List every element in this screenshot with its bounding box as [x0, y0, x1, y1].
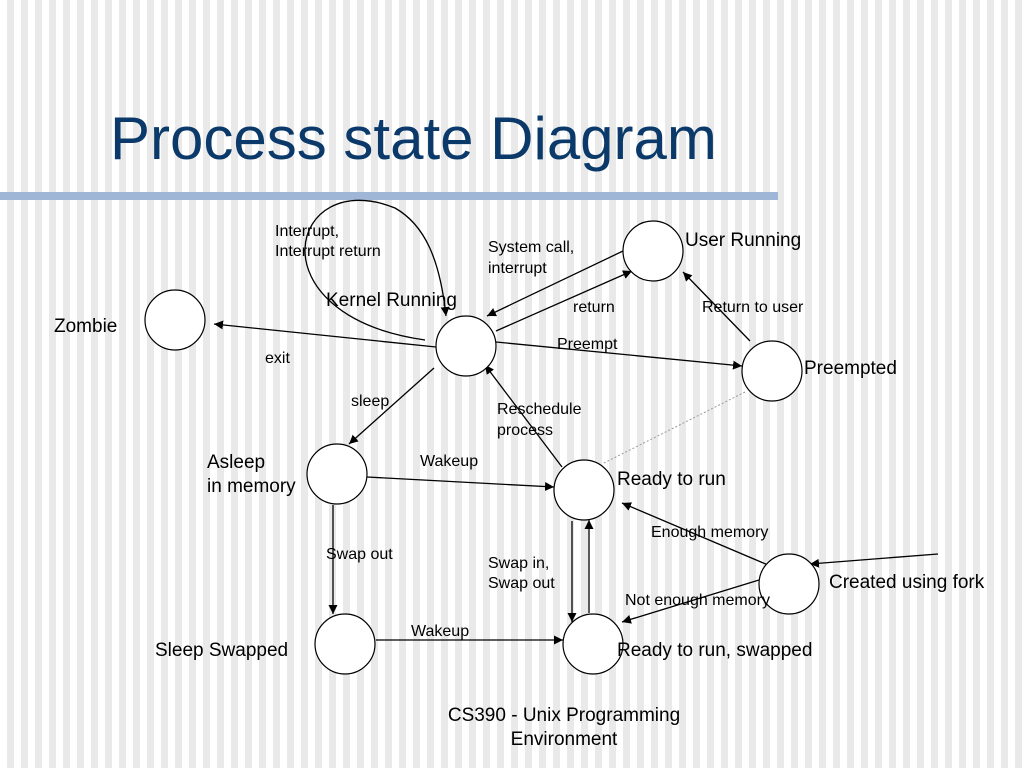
state-label-created: Created using fork [829, 572, 985, 593]
slide-title: Process state Diagram [110, 105, 717, 172]
edge-created-to-swapped [621, 579, 760, 624]
edge-label-swap-in-line2: Swap out [488, 575, 555, 592]
state-node-kernel-running [435, 315, 497, 377]
state-label-asleep-line1: Asleep [207, 452, 265, 473]
edge-label-enough-memory: Enough memory [651, 524, 768, 541]
footer-line2: Environment [510, 729, 618, 750]
edge-kernel-to-zombie [213, 320, 437, 348]
edge-label-system-call-line2: interrupt [488, 260, 547, 277]
edge-preempted-ready-link [601, 391, 746, 465]
state-label-sleep-swapped: Sleep Swapped [155, 640, 288, 661]
edge-kernel-to-user [495, 270, 633, 332]
edge-user-to-kernel [486, 250, 624, 317]
state-label-zombie: Zombie [54, 316, 117, 337]
state-label-preempted: Preempted [804, 358, 897, 379]
state-node-ready-to-run [553, 459, 615, 521]
edge-label-interrupt-line1: Interrupt, [275, 223, 339, 240]
edge-created-to-ready [621, 502, 769, 566]
edge-label-return-to-user: Return to user [702, 299, 804, 316]
edge-asleep-to-ready [366, 476, 555, 492]
edge-label-reschedule-line2: process [497, 422, 553, 439]
title-underline [0, 192, 778, 200]
state-node-ready-swapped [562, 613, 624, 675]
edge-label-system-call-line1: System call, [488, 239, 574, 256]
edge-kernel-to-asleep [348, 367, 435, 445]
edge-preempted-to-user [682, 271, 751, 342]
edge-label-wakeup-swapped: Wakeup [411, 623, 469, 640]
state-label-asleep-line2: in memory [207, 476, 296, 497]
state-label-user-running: User Running [685, 230, 801, 251]
state-label-ready-to-run: Ready to run [617, 469, 726, 490]
footer-line1: CS390 - Unix Programming [447, 705, 681, 726]
edge-label-reschedule-line1: Reschedule [497, 401, 582, 418]
state-label-ready-swapped: Ready to run, swapped [617, 640, 812, 661]
edge-label-not-enough-memory: Not enough memory [625, 592, 770, 609]
edge-label-return: return [573, 299, 615, 316]
edge-label-swap-in-line1: Swap in, [488, 555, 549, 572]
edge-label-exit: exit [265, 350, 290, 367]
edge-fork-entry [809, 553, 939, 568]
state-node-user-running [622, 220, 684, 282]
state-node-sleep-swapped [314, 613, 376, 675]
edge-label-preempt: Preempt [557, 336, 618, 353]
state-node-zombie [144, 289, 206, 351]
edge-label-wakeup-memory: Wakeup [420, 453, 478, 470]
state-node-created [758, 553, 820, 615]
edge-interrupt-loop [304, 199, 450, 341]
state-label-kernel-running: Kernel Running [326, 290, 457, 311]
edge-label-interrupt-line2: Interrupt return [275, 243, 381, 260]
edge-label-swap-out: Swap out [326, 546, 393, 563]
edge-label-sleep: sleep [351, 393, 389, 410]
edge-kernel-to-preempted [495, 341, 743, 370]
state-node-preempted [741, 340, 803, 402]
slide-footer: CS390 - Unix Programming Environment [414, 704, 714, 752]
edge-ready-to-kernel [484, 364, 563, 468]
state-node-asleep [306, 443, 368, 505]
